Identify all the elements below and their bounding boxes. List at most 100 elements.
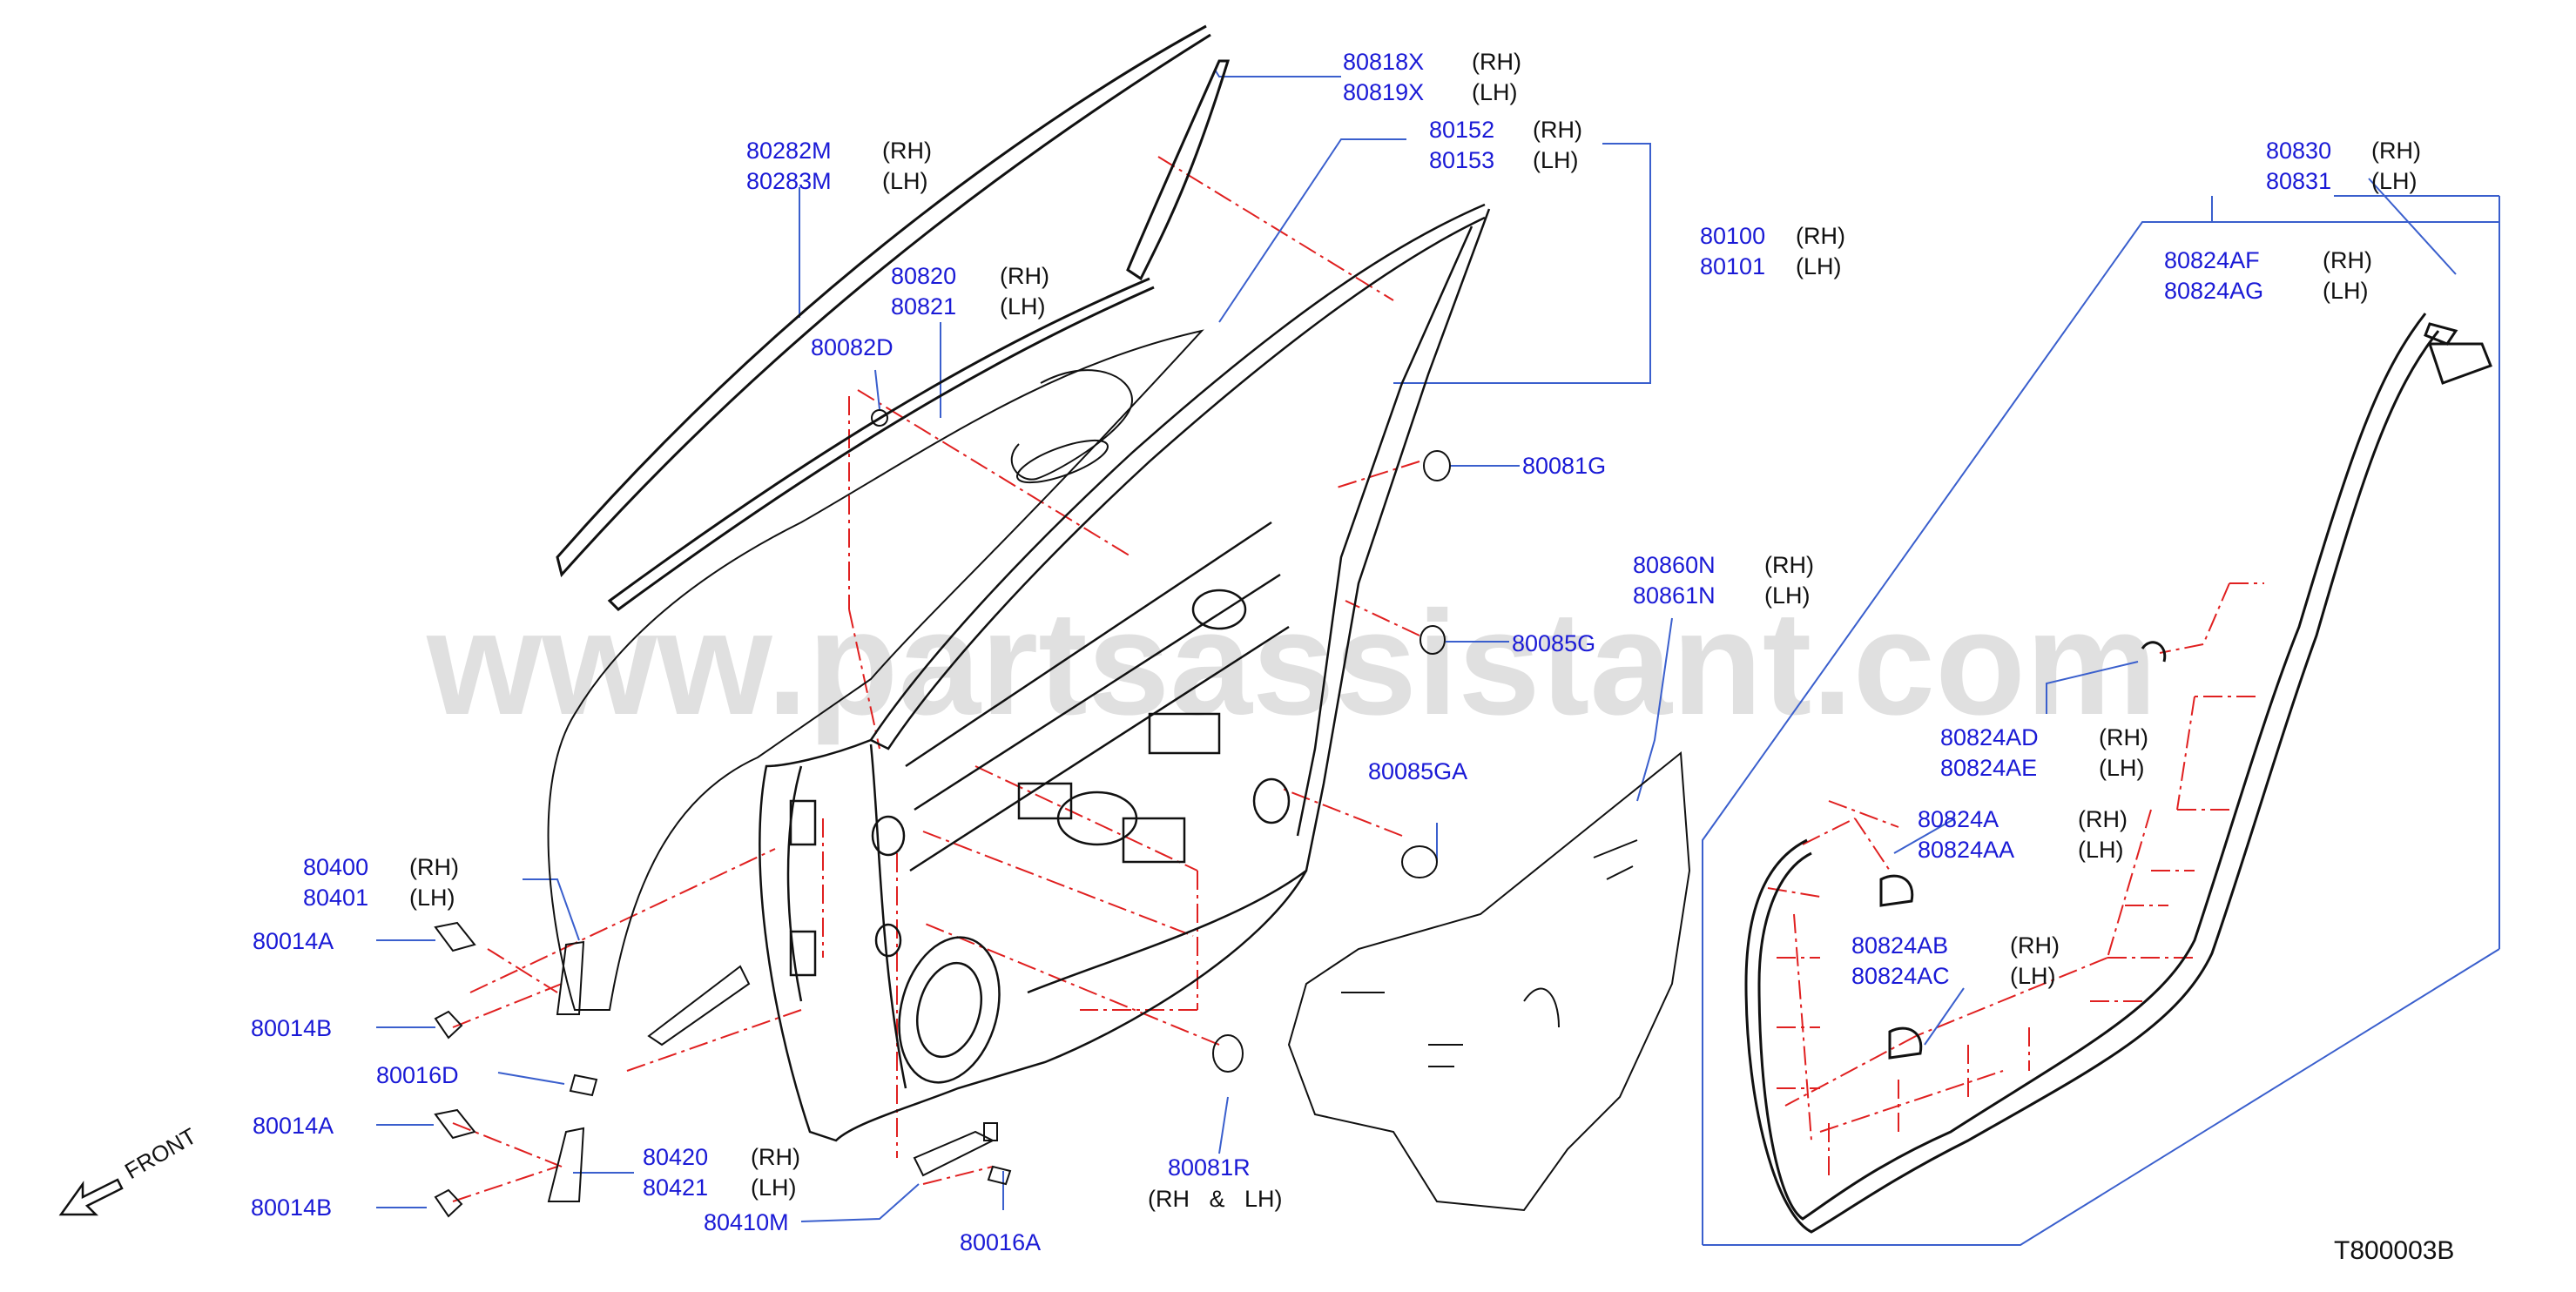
part-number: 80401	[303, 885, 368, 911]
callout-80860n: 80860N (RH) 80861N (LH)	[1633, 552, 1814, 609]
side-tag: (LH)	[2371, 168, 2418, 194]
part-number: 80081R	[1168, 1154, 1251, 1181]
sash-molding	[556, 24, 1231, 611]
watermark: www.partsassistant.com	[426, 581, 2157, 746]
part-number: 80014A	[253, 928, 334, 954]
part-number: 80861N	[1633, 582, 1716, 609]
part-number: 80824AF	[2164, 247, 2260, 273]
side-tag: (LH)	[2078, 837, 2124, 863]
callout-80410m: 80410M	[704, 1209, 789, 1235]
part-number: 80420	[643, 1144, 708, 1170]
part-number: 80014A	[253, 1113, 334, 1139]
side-tag: (LH)	[409, 885, 455, 911]
side-tag: (RH)	[1472, 49, 1521, 75]
callout-80100: 80100 (RH) 80101 (LH)	[1700, 223, 1845, 279]
side-tag: (RH)	[1533, 117, 1582, 143]
callout-80824ab: 80824AB (RH) 80824AC (LH)	[1851, 932, 2060, 989]
side-tag: (RH)	[2371, 138, 2421, 164]
part-number: 80860N	[1633, 552, 1716, 578]
side-tag: (LH)	[2099, 755, 2145, 781]
side-tag: (LH)	[1796, 253, 1842, 279]
callout-80420: 80420 (RH) 80421 (LH)	[643, 1144, 800, 1201]
callout-80824ad: 80824AD (RH) 80824AE (LH)	[1940, 724, 2148, 781]
side-tag: (RH)	[1764, 552, 1814, 578]
part-number: 80819X	[1343, 79, 1424, 105]
callout-80824af: 80824AF (RH) 80824AG (LH)	[2164, 247, 2372, 304]
side-tag: (RH)	[2099, 724, 2148, 750]
side-tag: (LH)	[1000, 293, 1046, 320]
callout-80014b-lower: 80014B	[251, 1194, 332, 1221]
part-number: 80824AG	[2164, 278, 2263, 304]
callout-80152: 80152 (RH) 80153 (LH)	[1429, 117, 1582, 173]
part-number: 80824AE	[1940, 755, 2037, 781]
side-tag: (LH)	[882, 168, 928, 194]
side-tag: (RH)	[1000, 263, 1049, 289]
diagram-code: T800003B	[2334, 1236, 2454, 1265]
part-number: 80085GA	[1368, 758, 1467, 784]
door-outer-panel	[547, 329, 1204, 1046]
part-number: 80082D	[811, 334, 894, 360]
callout-80400: 80400 (RH) 80401 (LH)	[303, 854, 459, 911]
side-tag: (LH)	[1764, 582, 1811, 609]
side-tag: (RH)	[882, 138, 932, 164]
callout-80081g: 80081G	[1522, 453, 1606, 479]
door-glass	[1287, 751, 1691, 1212]
side-tag: (LH)	[751, 1174, 797, 1201]
part-number: 80830	[2266, 138, 2331, 164]
leader-lines	[376, 69, 2500, 1246]
callout-80085ga: 80085GA	[1368, 758, 1467, 784]
part-number: 80824AD	[1940, 724, 2039, 750]
part-number: 80820	[891, 263, 956, 289]
side-tag: (LH)	[1533, 147, 1579, 173]
part-number: 80400	[303, 854, 368, 880]
part-number: 80101	[1700, 253, 1765, 279]
part-number: 80014B	[251, 1015, 332, 1041]
side-tag: (LH)	[2323, 278, 2369, 304]
phantom-lines	[452, 156, 2264, 1202]
callout-80085g: 80085G	[1512, 630, 1595, 656]
small-parts	[434, 409, 1451, 1218]
callout-80820: 80820 (RH) 80821 (LH)	[891, 263, 1049, 320]
part-number: 80016A	[960, 1229, 1041, 1255]
side-tag: (LH)	[2010, 963, 2056, 989]
part-number: 80818X	[1343, 49, 1424, 75]
callout-80014b-upper: 80014B	[251, 1015, 332, 1041]
part-number: 80824AA	[1918, 837, 2014, 863]
part-number: 80821	[891, 293, 956, 320]
part-number: 80421	[643, 1174, 708, 1201]
part-number: 80016D	[376, 1062, 459, 1088]
part-number: 80410M	[704, 1209, 789, 1235]
side-tag: (RH)	[1796, 223, 1845, 249]
part-number: 80831	[2266, 168, 2331, 194]
part-number: 80081G	[1522, 453, 1606, 479]
callout-80014a-lower: 80014A	[253, 1113, 334, 1139]
part-number: 80153	[1429, 147, 1494, 173]
callout-80282m: 80282M (RH) 80283M (LH)	[746, 138, 932, 194]
side-tag: (RH)	[2323, 247, 2372, 273]
weatherstrip-seal	[1744, 313, 2492, 1234]
callout-80081r: 80081R (RH & LH)	[1148, 1154, 1283, 1212]
part-number: 80824AB	[1851, 932, 1948, 959]
part-number: 80283M	[746, 168, 832, 194]
callout-80016d: 80016D	[376, 1062, 459, 1088]
part-number: 80824A	[1918, 806, 1999, 832]
callout-80082d: 80082D	[811, 334, 894, 360]
callout-80014a-upper: 80014A	[253, 928, 334, 954]
part-number: 80014B	[251, 1194, 332, 1221]
side-tag: (LH)	[1472, 79, 1518, 105]
side-tag: (RH & LH)	[1148, 1186, 1283, 1212]
side-tag: (RH)	[2010, 932, 2060, 959]
part-number: 80282M	[746, 138, 832, 164]
callout-80824a: 80824A (RH) 80824AA (LH)	[1918, 806, 2128, 863]
callout-80016a: 80016A	[960, 1229, 1041, 1255]
callout-80830: 80830 (RH) 80831 (LH)	[2266, 138, 2421, 194]
part-number: 80085G	[1512, 630, 1595, 656]
side-tag: (RH)	[409, 854, 459, 880]
door-frame	[759, 203, 1491, 1142]
part-number: 80824AC	[1851, 963, 1950, 989]
callout-80818x: 80818X (RH) 80819X (LH)	[1343, 49, 1521, 105]
part-number: 80152	[1429, 117, 1494, 143]
side-tag: (RH)	[751, 1144, 800, 1170]
side-tag: (RH)	[2078, 806, 2128, 832]
